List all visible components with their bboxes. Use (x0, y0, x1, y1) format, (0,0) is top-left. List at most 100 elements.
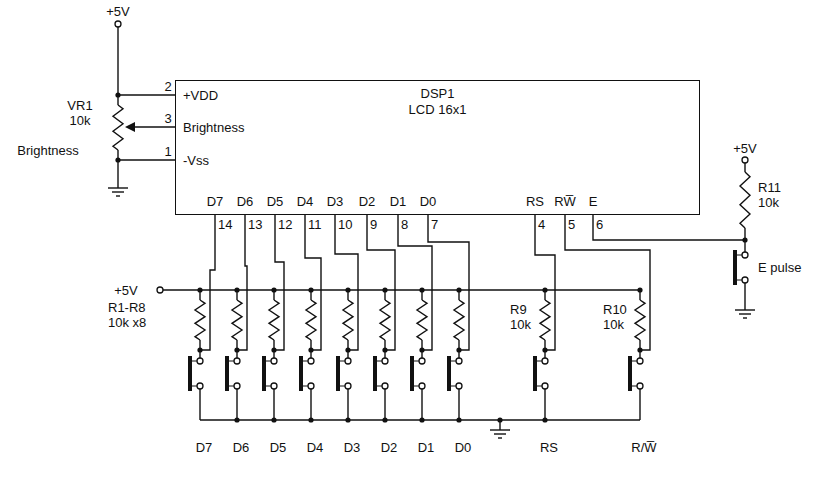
resistor-symbol (269, 300, 279, 340)
wire (303, 386, 308, 387)
junction-dot (456, 347, 461, 352)
wire (458, 389, 459, 420)
terminal (345, 358, 351, 364)
junction-dot (197, 347, 202, 352)
wire (273, 290, 274, 300)
resistor-symbol (232, 300, 242, 340)
wire (199, 290, 200, 300)
pin-number: 3 (164, 111, 171, 126)
pin-name: E (589, 194, 598, 209)
wire (236, 389, 237, 420)
wire (367, 215, 395, 350)
terminal (382, 358, 388, 364)
wiper-arrow (125, 122, 135, 132)
part-name: R10 (603, 302, 627, 317)
wire (544, 290, 545, 300)
wire (537, 386, 542, 387)
part-name: Brightness (17, 143, 78, 158)
terminal (197, 358, 203, 364)
wire (739, 313, 751, 314)
wire (229, 361, 234, 362)
resistor-symbol (635, 300, 645, 340)
wire (384, 290, 385, 300)
wire (229, 386, 234, 387)
switch-label: D3 (344, 440, 361, 455)
switch-button (336, 356, 340, 391)
pin-name: D7 (207, 194, 224, 209)
wire (421, 389, 422, 420)
wire (593, 215, 745, 240)
junction-dot (271, 347, 276, 352)
pin-name: Brightness (183, 120, 244, 135)
wire (116, 195, 120, 196)
switch-label: D1 (418, 440, 435, 455)
terminal (271, 383, 277, 389)
switch-button (733, 250, 737, 285)
wire (273, 389, 274, 420)
pin-number: 9 (370, 217, 377, 232)
wire (632, 361, 637, 362)
wire (639, 290, 640, 300)
switch-button (447, 356, 451, 391)
pin-number: 13 (248, 217, 262, 232)
wire (498, 437, 502, 438)
switch-label: D5 (270, 440, 287, 455)
junction-dot (382, 347, 387, 352)
pin-number: 8 (401, 217, 408, 232)
terminal (234, 358, 240, 364)
wire (428, 215, 469, 350)
pin-name: D1 (390, 194, 407, 209)
junction-dot (542, 347, 547, 352)
terminal (419, 358, 425, 364)
wire (398, 215, 432, 350)
wire (490, 429, 510, 430)
wire (199, 389, 200, 420)
pin-number: 7 (431, 217, 438, 232)
junction-dot (497, 417, 502, 422)
junction-dot (308, 347, 313, 352)
junction-dot (419, 347, 424, 352)
pin-name: -Vss (183, 153, 209, 168)
wire (192, 386, 197, 387)
switch-button (373, 356, 377, 391)
part-name: R9 (510, 302, 527, 317)
wire (737, 255, 742, 256)
part-value: 10k (758, 195, 779, 210)
terminal (197, 383, 203, 389)
pin-name: RW̅ (554, 194, 575, 209)
wire (118, 94, 175, 95)
junction-dot (234, 347, 239, 352)
part-value: 10k x8 (108, 315, 146, 330)
wire (451, 386, 456, 387)
wire (565, 215, 650, 350)
terminal (234, 383, 240, 389)
terminal (742, 252, 748, 258)
resistor-symbol (195, 300, 205, 340)
wire (744, 283, 745, 300)
wire (743, 317, 747, 318)
resistor-symbol (343, 300, 353, 340)
junction-dot (419, 417, 424, 422)
pin-name: D4 (297, 194, 314, 209)
wire (639, 389, 640, 420)
switch-label: D2 (381, 440, 398, 455)
terminal (419, 383, 425, 389)
junction-dot (234, 417, 239, 422)
switch-label: D6 (233, 440, 250, 455)
part-value: 10k (70, 113, 91, 128)
wire (303, 361, 308, 362)
junction-dot (345, 347, 350, 352)
junction-dot (345, 417, 350, 422)
pin-number: 1 (164, 144, 171, 159)
resistor-symbol (540, 300, 550, 340)
resistor-symbol (417, 300, 427, 340)
terminal (542, 383, 548, 389)
wire (632, 386, 637, 387)
terminal (157, 287, 163, 293)
junction-dot (637, 347, 642, 352)
junction-dot (271, 417, 276, 422)
pin-number: 10 (338, 217, 352, 232)
wire (335, 215, 358, 350)
wire (236, 290, 237, 300)
resistor-symbol (380, 300, 390, 340)
